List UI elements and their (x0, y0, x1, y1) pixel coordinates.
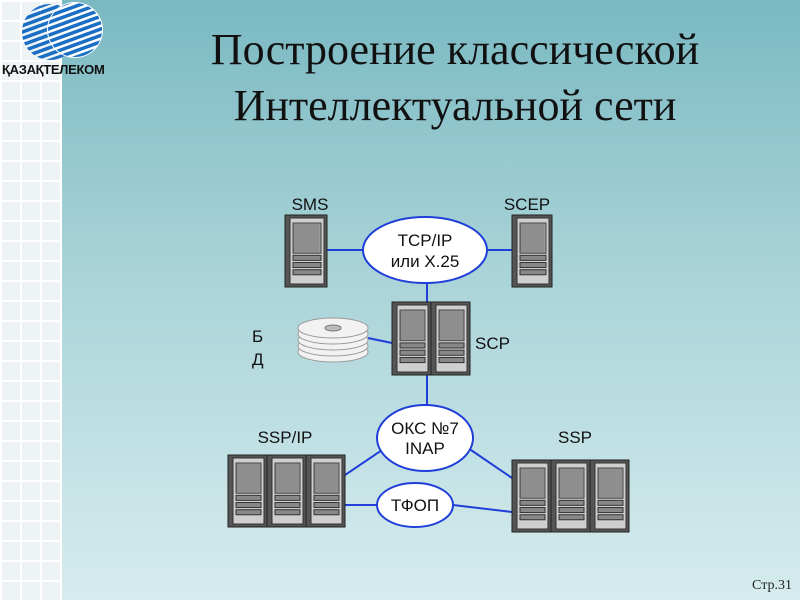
title-line-2: Интеллектуальной сети (233, 81, 677, 130)
ssp-ip-server-icon (266, 454, 307, 528)
pstn-network (376, 482, 454, 528)
oks-label-1: ОКС №7 (391, 419, 459, 438)
link-oks-ssp (467, 447, 513, 479)
logo-text: ҚАЗАҚТЕЛЕКОМ (2, 62, 105, 77)
db-label-1: Б (252, 327, 263, 346)
page-title: Построение классической Интеллектуальной… (130, 22, 780, 134)
scep-label: SCEP (504, 195, 550, 214)
logo-globe-icon (22, 2, 103, 60)
title-line-1: Построение классической (210, 25, 700, 74)
link-pstn-ssp (452, 504, 513, 513)
links (327, 249, 513, 513)
scp-server-icon (430, 301, 471, 376)
sms-server-icon (284, 214, 328, 288)
db-label-2: Д (252, 350, 264, 369)
ssp-ip-server-icon (227, 454, 268, 528)
ssp-server-icon (550, 459, 591, 533)
ssp-server-icon (589, 459, 630, 533)
oks-label-2: INAP (405, 439, 445, 458)
sms-label: SMS (292, 195, 329, 214)
ssp-server-icon (511, 459, 552, 533)
tcp-label-2: или X.25 (391, 252, 460, 271)
link-oks-sspip (344, 447, 386, 476)
ssp-ip-server-icon (305, 454, 346, 528)
scp-server-icon (391, 301, 432, 376)
scp-label: SCP (475, 334, 510, 353)
tcp-label-1: TCP/IP (398, 231, 453, 250)
database-disks (297, 317, 369, 363)
page-number: Стр.31 (752, 578, 792, 593)
pstn-label: ТФОП (391, 496, 439, 515)
tcp-ip-network (362, 216, 488, 284)
scep-server-icon (511, 214, 553, 288)
background-grid (0, 0, 62, 600)
ssp-label: SSP (558, 428, 592, 447)
ss7-inap-network (376, 404, 474, 472)
link-db-scp (367, 337, 393, 344)
kazakhtelecom-logo: ҚАЗАҚТЕЛЕКОМ (0, 0, 130, 90)
disk-hole-icon (324, 324, 342, 332)
ssp-ip-label: SSP/IP (258, 428, 313, 447)
